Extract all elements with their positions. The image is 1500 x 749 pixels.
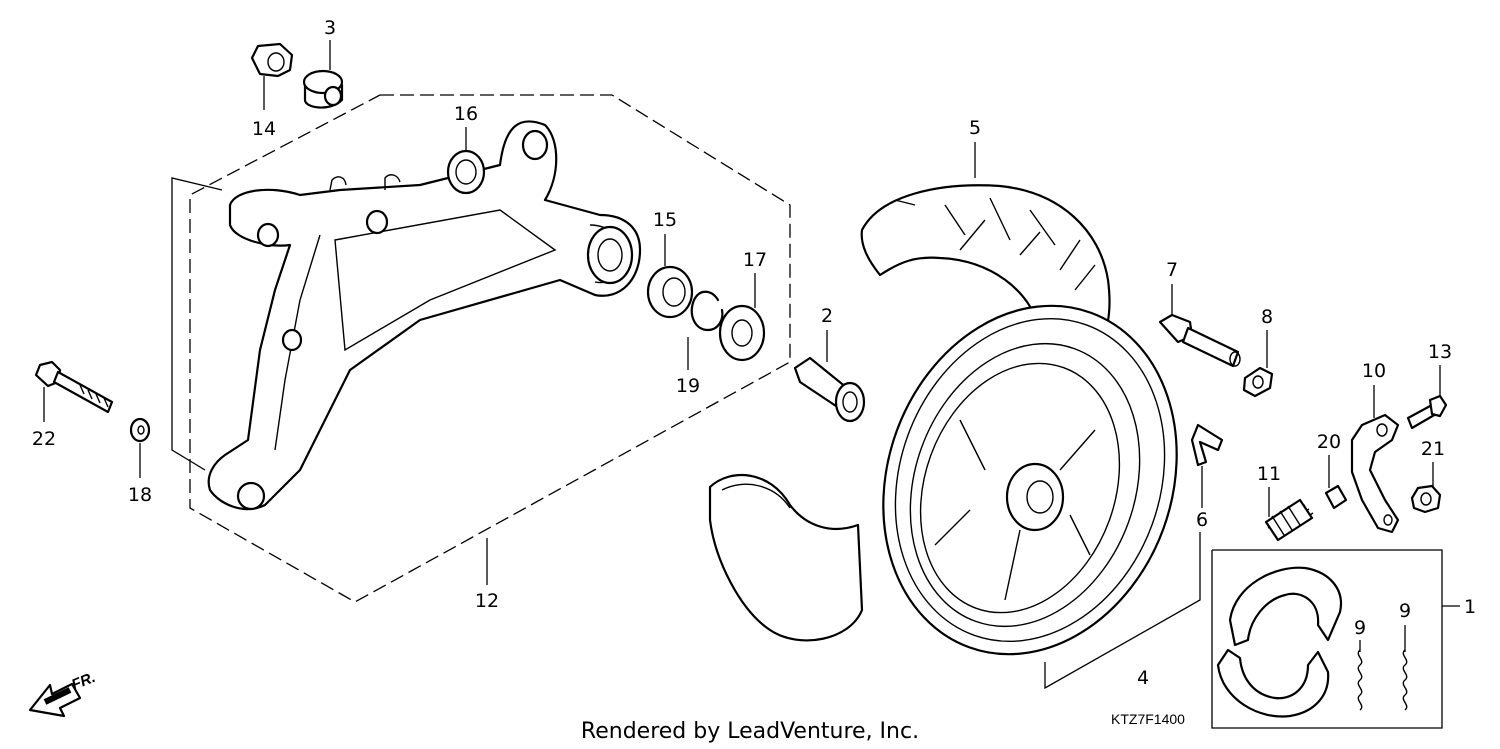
callout-6: 6: [1196, 509, 1208, 531]
axle-part-7[interactable]: [1158, 284, 1241, 368]
swingarm[interactable]: [207, 120, 642, 511]
callout-18: 18: [128, 484, 152, 506]
callout-16: 16: [454, 103, 478, 125]
callout-19: 19: [676, 375, 700, 397]
collar-part-3[interactable]: [302, 40, 344, 109]
callout-5: 5: [969, 117, 981, 139]
front-direction-label: FR.: [69, 669, 98, 694]
callout-22: 22: [32, 428, 56, 450]
callout-1: 1: [1464, 596, 1476, 618]
front-direction-arrow-icon: [28, 682, 82, 718]
collar-part-2[interactable]: [793, 330, 866, 423]
valve-part-6[interactable]: [1190, 423, 1224, 508]
swingarm-group-outline: [171, 94, 791, 603]
oil-seal-part-17[interactable]: [718, 273, 766, 362]
bearing-part-15[interactable]: [646, 234, 694, 319]
callout-21: 21: [1421, 438, 1445, 460]
callout-4: 4: [1137, 667, 1149, 689]
callout-9a: 9: [1354, 617, 1366, 639]
credit-text: Rendered by LeadVenture, Inc.: [581, 719, 919, 744]
callout-8: 8: [1261, 306, 1273, 328]
callout-11: 11: [1257, 463, 1281, 485]
callout-2: 2: [821, 305, 833, 327]
washer-part-18[interactable]: [129, 417, 151, 478]
bearing-part-16[interactable]: [446, 127, 486, 195]
bolt-part-22[interactable]: [34, 360, 114, 422]
callout-20: 20: [1317, 431, 1341, 453]
callout-17: 17: [743, 249, 767, 271]
callout-3: 3: [324, 17, 336, 39]
spring-part-11[interactable]: [1264, 487, 1314, 542]
callout-12: 12: [475, 590, 499, 612]
brake-arm-part-10[interactable]: [1350, 385, 1400, 534]
wheel-part-4[interactable]: [836, 264, 1225, 696]
callout-14: 14: [252, 118, 276, 140]
spring-part-9b[interactable]: [1402, 625, 1408, 711]
brake-shoes-part-1[interactable]: [1211, 549, 1460, 729]
nut-part-14[interactable]: [250, 42, 294, 110]
callout-13: 13: [1428, 341, 1452, 363]
callout-7: 7: [1166, 259, 1178, 281]
callout-9b: 9: [1399, 600, 1411, 622]
callout-15: 15: [653, 209, 677, 231]
callout-10: 10: [1362, 360, 1386, 382]
bolt-part-13[interactable]: [1406, 365, 1448, 430]
pin-part-20[interactable]: [1324, 455, 1348, 510]
spring-part-9a[interactable]: [1357, 640, 1363, 711]
circlip-part-19[interactable]: [687, 290, 724, 370]
washer-part-8[interactable]: [1242, 330, 1274, 398]
nut-part-21[interactable]: [1410, 462, 1442, 514]
diagram-code: KTZ7F1400: [1111, 711, 1185, 727]
